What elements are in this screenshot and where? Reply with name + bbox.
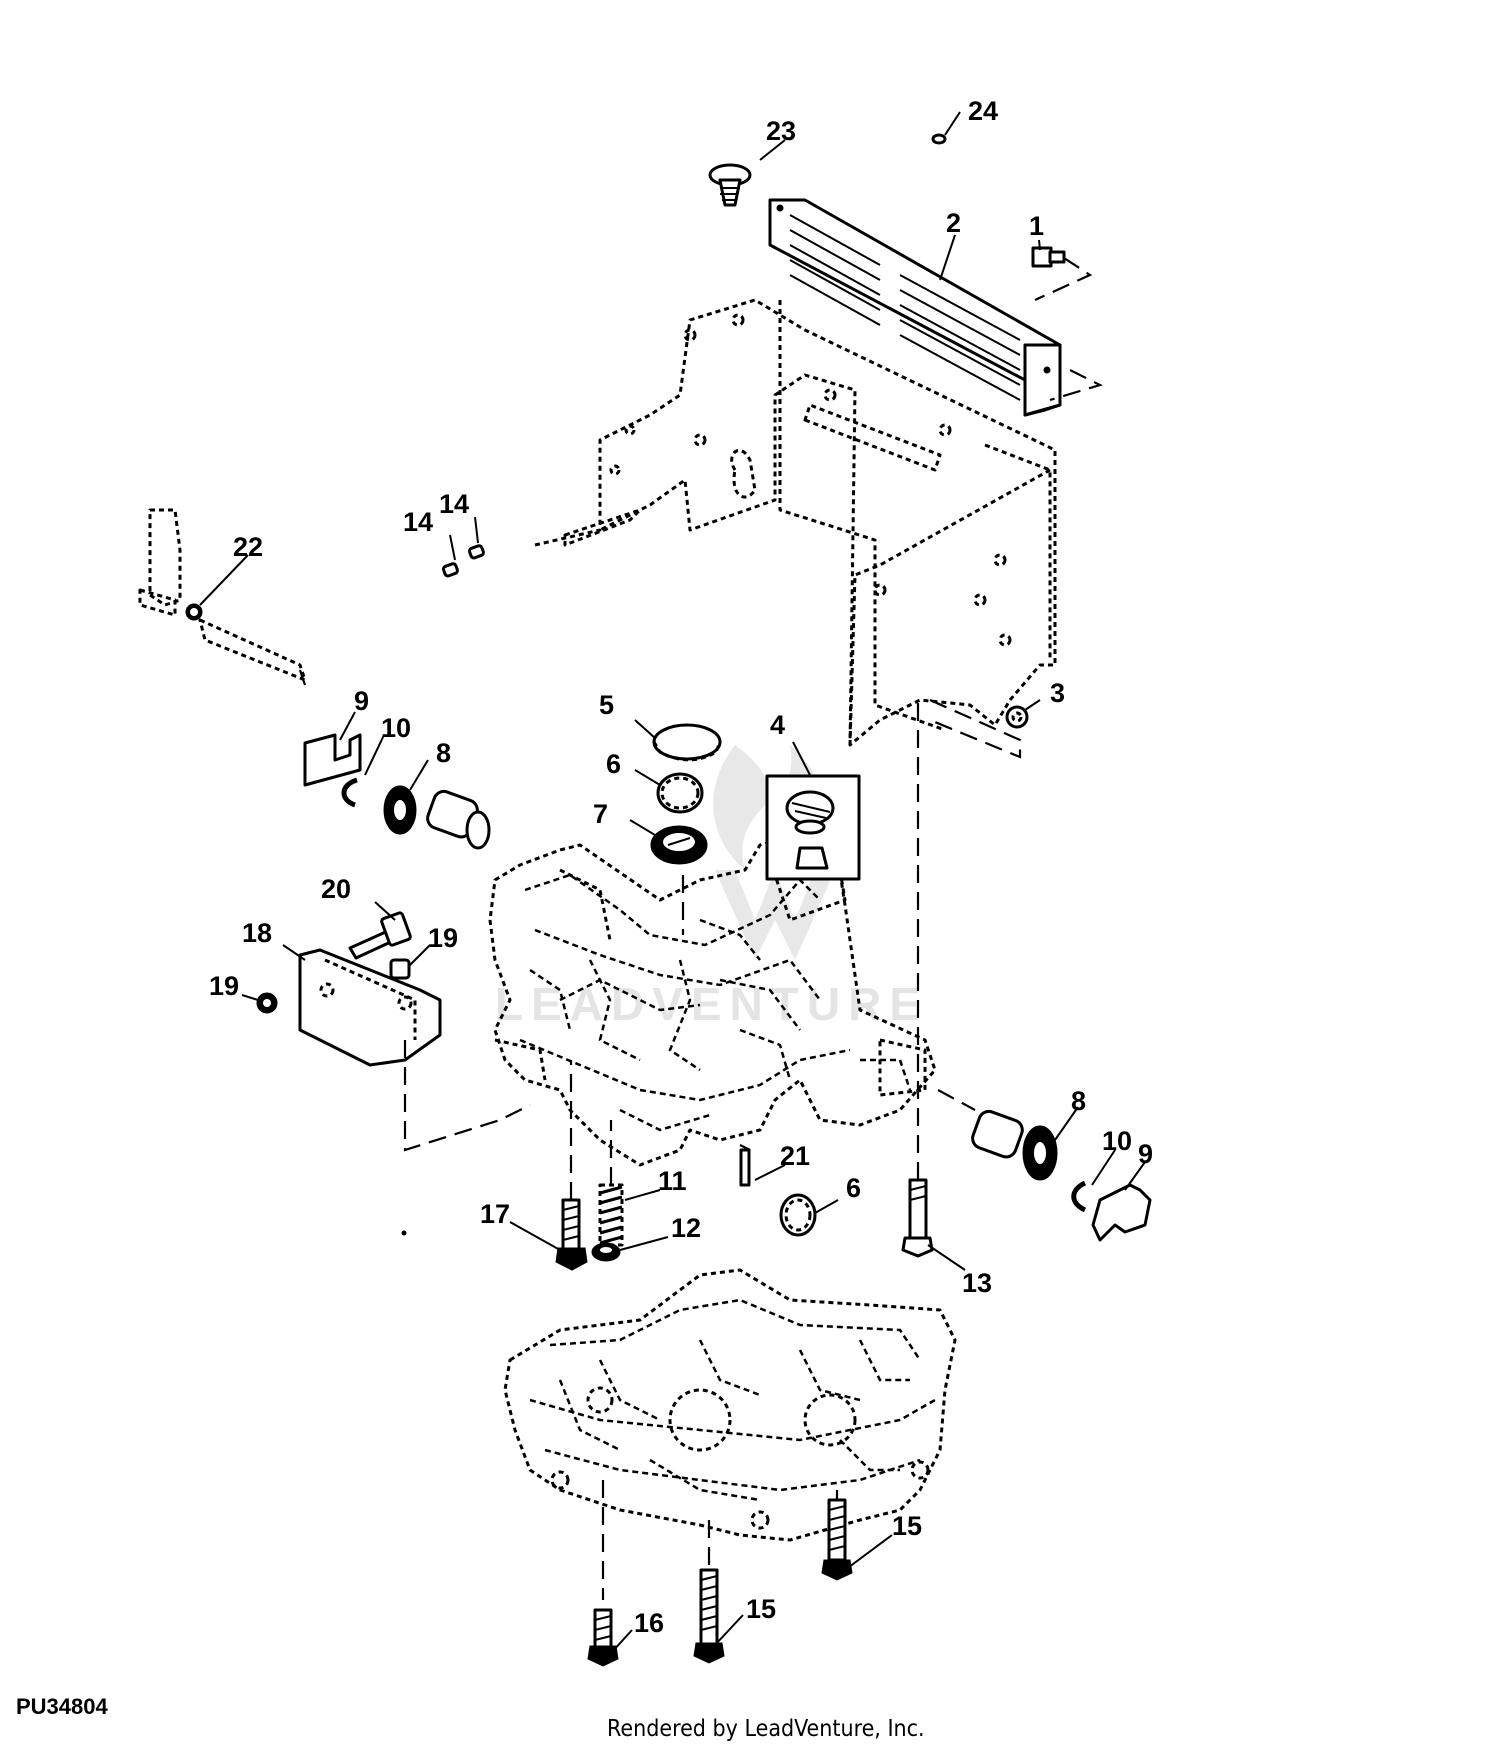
callout-13: 13 (962, 1268, 992, 1298)
callout-9-right: 9 (1138, 1139, 1153, 1169)
callout-1: 1 (1029, 211, 1044, 241)
retaining-ring-right (1071, 1180, 1087, 1213)
callout-10-right: 10 (1102, 1126, 1132, 1156)
bearing-right (971, 1109, 1058, 1181)
callout-10-left: 10 (381, 713, 411, 743)
roll-pin (739, 1148, 751, 1187)
credit-line: Rendered by LeadVenture, Inc. (607, 1716, 925, 1742)
clip-left (303, 733, 362, 787)
callout-2: 2 (946, 208, 961, 238)
callout-18: 18 (242, 918, 272, 948)
watermark-text: LEADVENTURE (495, 978, 928, 1030)
transaxle-housing (488, 828, 937, 1167)
frame-bracket (534, 298, 1057, 747)
bearing-left (383, 785, 491, 850)
callout-6-upper: 6 (606, 749, 621, 779)
small-clip (931, 133, 947, 145)
callout-14-left: 14 (403, 507, 433, 537)
callout-24: 24 (968, 96, 998, 126)
callout-9-left: 9 (354, 686, 369, 716)
push-rivet (708, 163, 752, 207)
clip-right (1091, 1183, 1152, 1242)
callout-labels: 1 2 3 4 5 6 6 7 8 8 9 9 10 10 11 12 13 1… (209, 96, 1153, 1638)
callout-3: 3 (1050, 678, 1065, 708)
leader-lines (199, 111, 1146, 1653)
retaining-ring-left (341, 777, 358, 808)
callout-7: 7 (593, 799, 608, 829)
callout-21: 21 (780, 1141, 810, 1171)
callout-19-left: 19 (209, 971, 239, 1001)
seal (650, 825, 708, 865)
bracket-nut-lower (256, 992, 278, 1014)
callout-11: 11 (658, 1166, 687, 1196)
bolt-15-center (693, 1520, 725, 1664)
spring (598, 1120, 624, 1247)
washer (591, 1242, 621, 1262)
bolt-17 (555, 1060, 588, 1271)
assembly-line (937, 1089, 976, 1111)
callout-8-right: 8 (1071, 1086, 1086, 1116)
mounting-bracket (298, 948, 531, 1152)
callout-5: 5 (599, 690, 614, 720)
o-ring-lower (779, 1193, 817, 1237)
callout-17: 17 (480, 1199, 510, 1229)
heat-shield (768, 198, 1062, 417)
shield-bolt (1031, 246, 1103, 402)
stray-dot (401, 1230, 407, 1236)
callout-16: 16 (634, 1608, 664, 1638)
dowel-pins (441, 544, 485, 578)
callout-20: 20 (321, 874, 351, 904)
o-ring-upper (656, 772, 704, 814)
assembly-line (298, 669, 307, 686)
callout-6-lower: 6 (846, 1173, 861, 1203)
assembly-line (739, 1144, 751, 1151)
callout-23: 23 (766, 116, 796, 146)
filter-cap-kit (765, 774, 861, 881)
callout-15-center: 15 (746, 1594, 776, 1624)
bolt-16 (587, 1480, 619, 1667)
callout-22: 22 (233, 532, 263, 562)
callout-15-right: 15 (892, 1511, 922, 1541)
callout-12: 12 (671, 1213, 701, 1243)
bolt-13 (901, 700, 934, 1258)
shift-lever (138, 508, 307, 682)
callout-14-right: 14 (439, 489, 469, 519)
lower-housing (503, 1268, 957, 1542)
callout-8-left: 8 (436, 738, 451, 768)
bracket-nut-upper (389, 958, 411, 980)
figure-id: PU34804 (16, 1694, 109, 1719)
bolt-15-right (821, 1490, 853, 1581)
expansion-cap (652, 723, 722, 762)
bracket-bolt (348, 911, 412, 960)
callout-19-right: 19 (428, 923, 458, 953)
callout-4: 4 (770, 710, 785, 740)
frame-nut (929, 698, 1029, 759)
